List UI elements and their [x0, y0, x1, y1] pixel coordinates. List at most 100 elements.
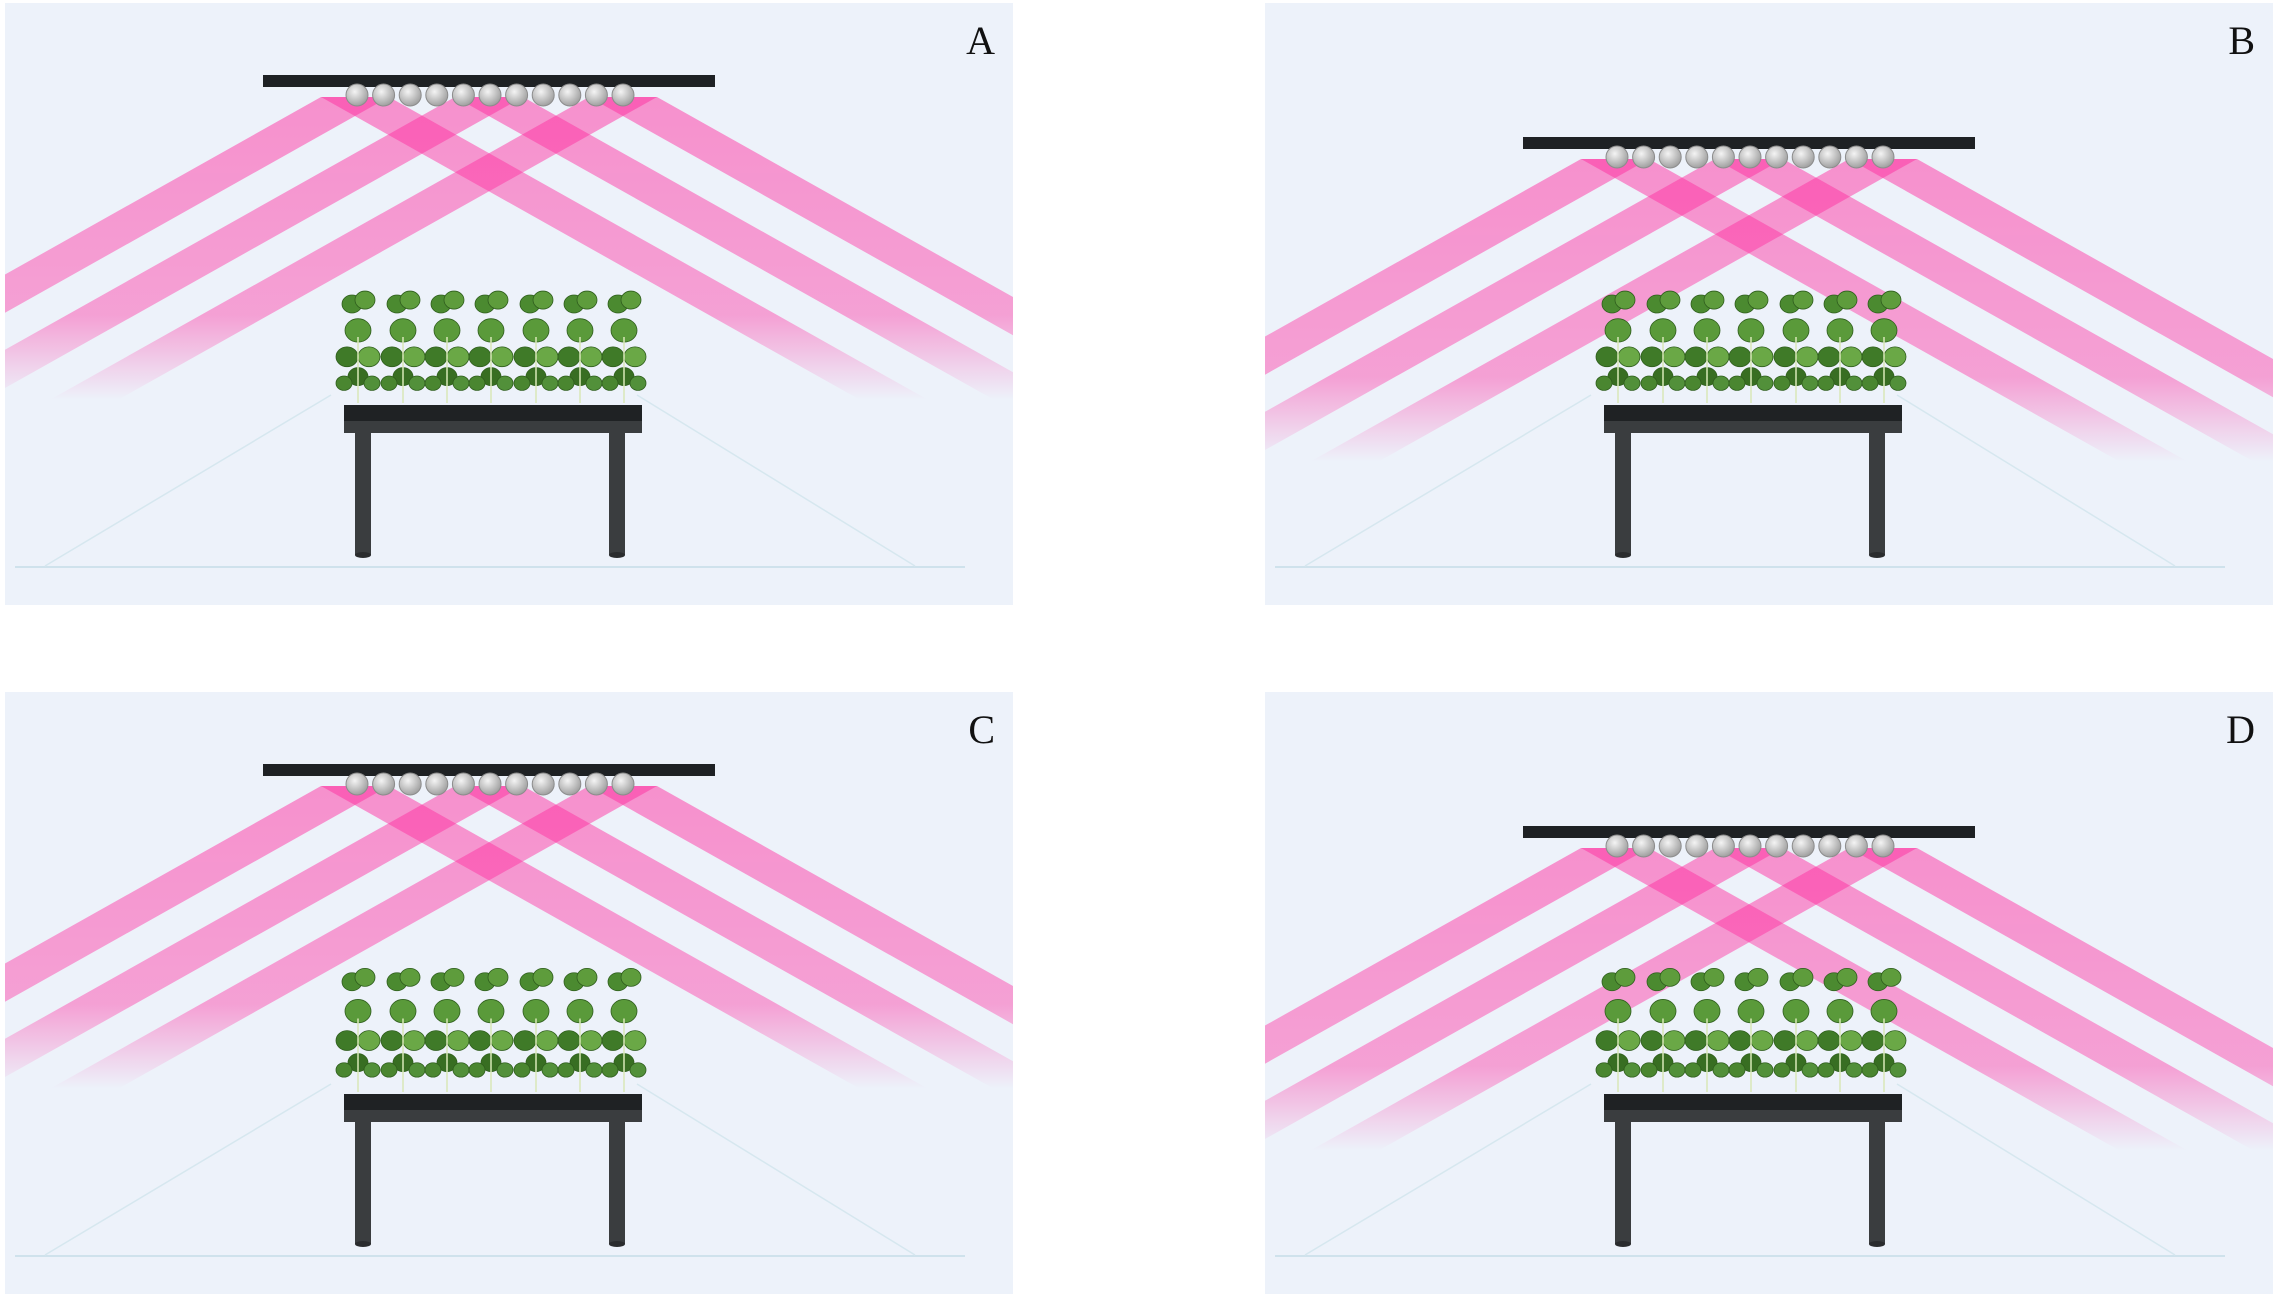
- lettuce-plant-icon: [601, 967, 647, 1092]
- light-beam: [5, 97, 389, 313]
- led-bulb-icon: [1685, 145, 1709, 169]
- lettuce-plant-icon: [1684, 967, 1730, 1092]
- lettuce-plant-icon: [1640, 967, 1686, 1092]
- light-beam: [1715, 159, 2273, 462]
- light-beam: [455, 786, 1013, 1089]
- led-bulb-icon: [1711, 834, 1735, 858]
- led-array: [1605, 834, 1895, 858]
- lettuce-plant-icon: [557, 290, 603, 403]
- lettuce-plant-icon: [335, 967, 381, 1092]
- lettuce-plant-icon: [1773, 290, 1819, 403]
- led-bulb-icon: [1738, 834, 1762, 858]
- scene-a: [5, 75, 1013, 568]
- panel-label-c: C: [968, 707, 995, 752]
- fixture-bar: [263, 764, 715, 776]
- led-bulb-icon: [1871, 834, 1895, 858]
- light-beam: [5, 786, 389, 1002]
- scene-b: [1265, 137, 2273, 568]
- panel-a: A: [5, 3, 1013, 605]
- panel-d: D: [1265, 692, 2273, 1294]
- lettuce-plant-icon: [513, 290, 559, 403]
- lettuce-plant-icon: [1861, 967, 1907, 1092]
- led-bulb-icon: [1605, 145, 1629, 169]
- lettuce-plant-icon: [1728, 967, 1774, 1092]
- lettuce-plant-icon: [1817, 290, 1863, 403]
- led-bulb-icon: [1632, 834, 1656, 858]
- light-beam: [1265, 159, 1783, 451]
- light-beams: [5, 786, 1013, 1089]
- led-bulb-icon: [611, 772, 635, 796]
- led-array: [345, 83, 635, 107]
- led-bulb-icon: [1871, 145, 1895, 169]
- lettuce-plant-icon: [1684, 290, 1730, 403]
- lettuce-plant-icon: [1861, 290, 1907, 403]
- led-bulb-icon: [558, 772, 582, 796]
- light-beams: [5, 97, 1013, 400]
- lettuce-plant-icon: [601, 290, 647, 403]
- led-bulb-icon: [1605, 834, 1629, 858]
- led-bulb-icon: [611, 83, 635, 107]
- led-bulb-icon: [1685, 834, 1709, 858]
- led-bulb-icon: [345, 772, 369, 796]
- led-bulb-icon: [372, 83, 396, 107]
- led-bulb-icon: [425, 83, 449, 107]
- lettuce-plant-icon: [1595, 967, 1641, 1092]
- led-bulb-icon: [1818, 834, 1842, 858]
- light-beam: [5, 786, 523, 1078]
- growing-table-icon: [344, 1094, 642, 1247]
- lettuce-plant-icon: [424, 967, 470, 1092]
- led-bulb-icon: [1844, 145, 1868, 169]
- led-bulb-icon: [1738, 145, 1762, 169]
- lettuce-plant-icon: [335, 290, 381, 403]
- led-bulb-icon: [425, 772, 449, 796]
- led-bulb-icon: [1844, 834, 1868, 858]
- light-beam: [589, 786, 1013, 1025]
- led-bulb-icon: [345, 83, 369, 107]
- plant-row: [1595, 290, 1907, 403]
- led-bulb-icon: [505, 83, 529, 107]
- led-bulb-icon: [451, 83, 475, 107]
- led-bulb-icon: [398, 772, 422, 796]
- light-beam: [589, 97, 1013, 336]
- light-beam: [1715, 848, 2273, 1151]
- light-beam: [1309, 848, 1917, 1151]
- growing-table-icon: [1604, 1094, 1902, 1247]
- plant-row: [335, 967, 647, 1092]
- lettuce-plant-icon: [1817, 967, 1863, 1092]
- led-bulb-icon: [398, 83, 422, 107]
- led-bulb-icon: [1791, 145, 1815, 169]
- fixture-bar: [263, 75, 715, 87]
- panel-label-a: A: [966, 18, 995, 63]
- led-bulb-icon: [451, 772, 475, 796]
- panel-label-b: B: [2228, 18, 2255, 63]
- led-bulb-icon: [1632, 145, 1656, 169]
- led-bulb-icon: [1791, 834, 1815, 858]
- led-array: [1605, 145, 1895, 169]
- led-bulb-icon: [505, 772, 529, 796]
- lettuce-plant-icon: [380, 290, 426, 403]
- plant-row: [335, 290, 647, 403]
- light-beam: [1265, 848, 1649, 1064]
- panel-b: B: [1265, 3, 2273, 605]
- led-bulb-icon: [531, 83, 555, 107]
- lettuce-plant-icon: [424, 290, 470, 403]
- led-bulb-icon: [1818, 145, 1842, 169]
- light-beam: [49, 786, 658, 1089]
- lettuce-plant-icon: [468, 290, 514, 403]
- light-beam: [1265, 848, 1783, 1140]
- fixture-bar: [1523, 826, 1975, 838]
- lettuce-plant-icon: [468, 967, 514, 1092]
- led-bulb-icon: [478, 83, 502, 107]
- led-bulb-icon: [1658, 834, 1682, 858]
- plant-row: [1595, 967, 1907, 1092]
- led-bulb-icon: [1658, 145, 1682, 169]
- lettuce-plant-icon: [557, 967, 603, 1092]
- light-beam: [1265, 159, 1649, 375]
- lettuce-plant-icon: [1595, 290, 1641, 403]
- scene-d: [1265, 826, 2273, 1257]
- lettuce-plant-icon: [380, 967, 426, 1092]
- growing-table-icon: [1604, 405, 1902, 558]
- scene-c: [5, 764, 1013, 1257]
- panel-c: C: [5, 692, 1013, 1294]
- fixture-bar: [1523, 137, 1975, 149]
